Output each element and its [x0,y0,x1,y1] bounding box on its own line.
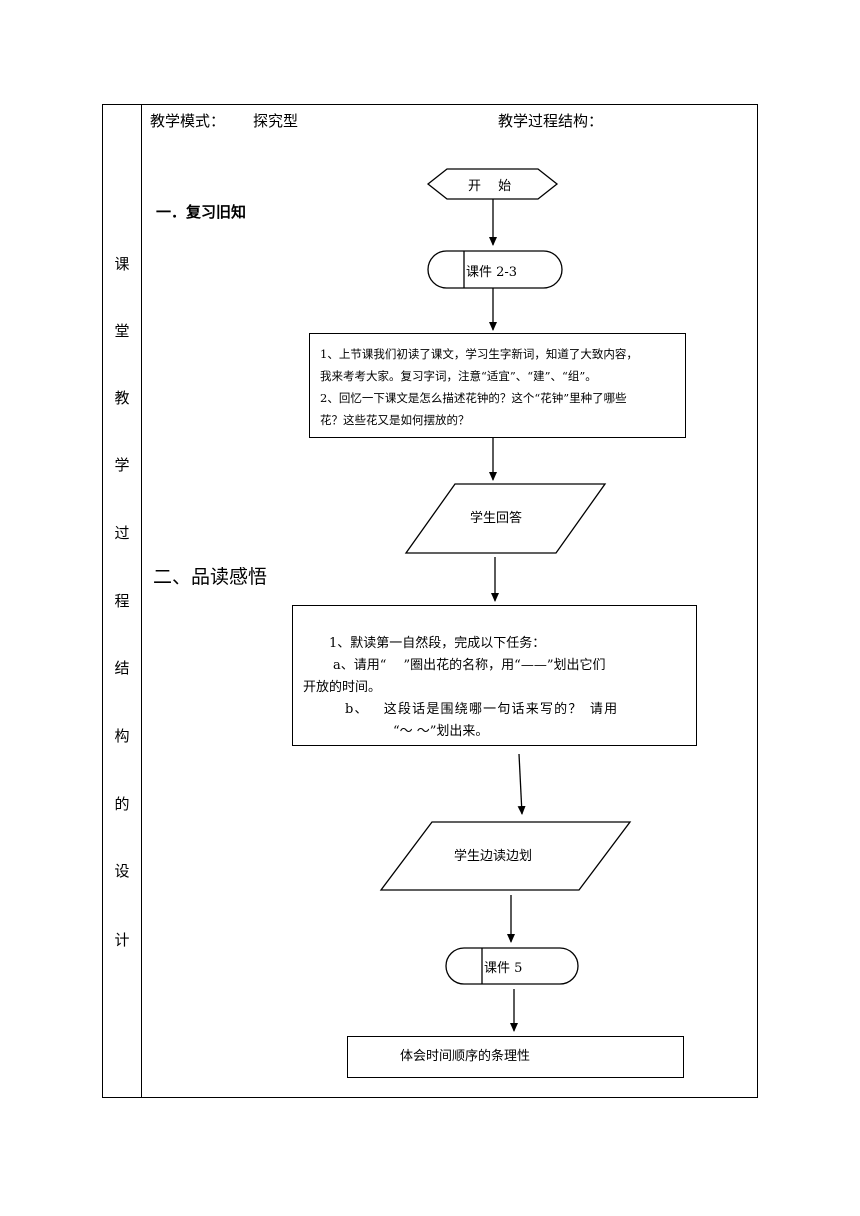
arrow [517,753,526,815]
sidebar-char: 过 [114,524,130,542]
reading-task-line: “～ ～”划出来。 [393,724,489,739]
sidebar-char: 程 [114,592,130,610]
sidebar-char: 结 [114,659,130,677]
answer-1-shape [404,483,607,554]
final-summary-box: 体会时间顺序的条理性 [347,1036,684,1078]
final-summary-label: 体会时间顺序的条理性 [400,1049,531,1064]
reading-task-line: a、请用“ ”圈出花的名称，用“——”划出它们 [333,658,606,673]
sidebar-char: 构 [114,727,130,745]
courseware-2-label: 课件 5 [484,961,523,976]
sidebar-char: 课 [114,255,130,273]
review-task-line: 2、回忆一下课文是怎么描述花钟的？这个“花钟”里种了哪些 [320,391,627,405]
review-task-line: 花？这些花又是如何摆放的？ [320,413,470,427]
process-structure-label: 教学过程结构： [498,112,604,130]
section-reading-heading: 二、品读感悟 [153,566,268,588]
start-terminal-shape [426,168,559,200]
table-frame [102,104,758,1098]
review-task-line: 1、上节课我们初读了课文，学习生字新词，知道了大致内容， [320,347,638,361]
answer-1-label: 学生回答 [470,511,523,526]
review-task-line: 我来考考大家。复习字词，注意“适宜”、“建”、“组”。 [320,369,597,383]
section-review-heading: 一．复习旧知 [156,203,247,221]
answer-2-shape [379,821,632,891]
teaching-mode-value: 探究型 [253,112,299,130]
sidebar-char: 的 [114,795,130,813]
start-label: 开 始 [468,179,512,194]
sidebar-char: 设 [114,862,130,880]
courseware-2-shape [445,947,579,985]
sidebar-char: 教 [114,389,130,407]
courseware-1-shape [427,250,563,289]
column-divider [141,104,142,1098]
sidebar-char: 堂 [114,322,130,340]
reading-task-line: b、 这段话是围绕哪一句话来写的？ 请用 [345,702,619,717]
courseware-1-label: 课件 2-3 [466,265,518,280]
answer-2-label: 学生边读边划 [454,849,533,864]
sidebar-char: 学 [114,456,130,474]
sidebar-char: 计 [114,931,130,949]
reading-task-line: 1、默读第一自然段，完成以下任务： [329,636,546,651]
teaching-mode-label: 教学模式： [150,112,226,130]
reading-task-line: 开放的时间。 [303,680,382,695]
review-task-box: 1、上节课我们初读了课文，学习生字新词，知道了大致内容， 我来考考大家。复习字词… [309,333,686,438]
reading-task-box: 1、默读第一自然段，完成以下任务： a、请用“ ”圈出花的名称，用“——”划出它… [292,605,697,746]
